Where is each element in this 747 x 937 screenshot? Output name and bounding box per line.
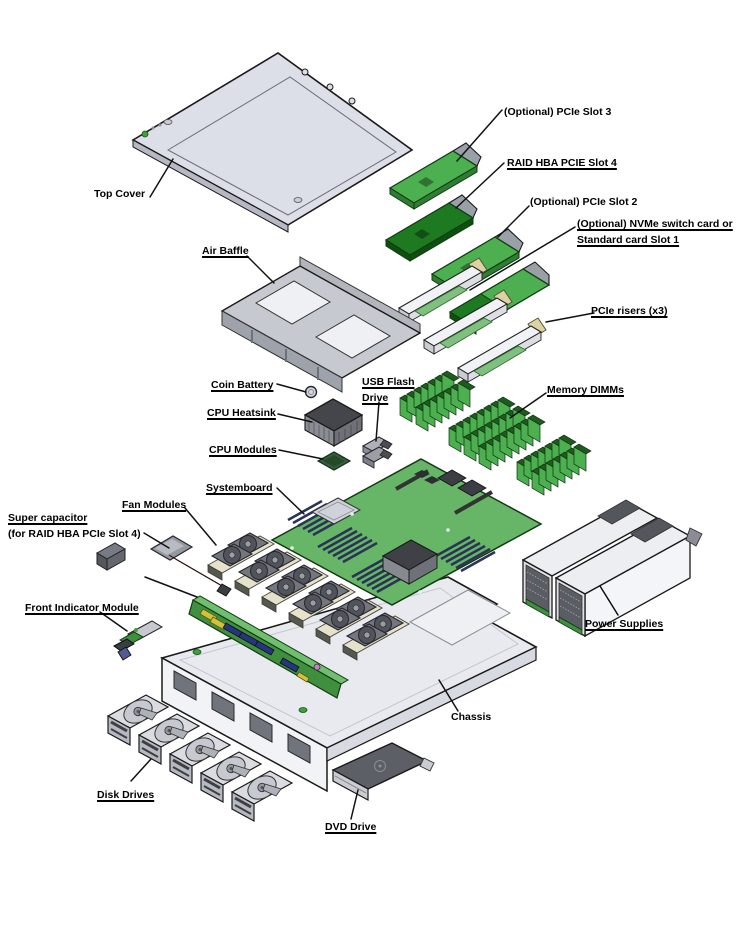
label-cpu-modules[interactable]: CPU Modules <box>209 444 277 456</box>
label-memory-dimms[interactable]: Memory DIMMs <box>547 384 625 396</box>
leader-super-capacitor <box>143 532 170 549</box>
leader-front-indicator <box>99 611 128 632</box>
leader-raid-hba <box>455 162 505 209</box>
label-dvd-drive[interactable]: DVD Drive <box>325 821 377 833</box>
label-pcie-slot2: (Optional) PCIe Slot 2 <box>530 196 638 208</box>
leader-lines <box>99 109 619 820</box>
leader-pcie-slot2 <box>497 205 530 238</box>
label-cpu-heatsink[interactable]: CPU Heatsink <box>207 407 276 419</box>
cpu-heatsink-part <box>303 398 364 447</box>
label-pcie-risers[interactable]: PCIe risers (x3) <box>591 305 668 317</box>
leader-pcie-slot3 <box>456 109 503 162</box>
coin-battery-part <box>304 385 318 399</box>
label-coin-battery[interactable]: Coin Battery <box>211 379 274 391</box>
label-power-supplies[interactable]: Power Supplies <box>585 618 664 630</box>
usb-flash-drive-part <box>361 436 393 469</box>
leader-coin-battery <box>276 383 307 393</box>
dvd-drive-part <box>331 742 435 802</box>
raid-hba-card-slot4 <box>385 194 478 262</box>
leader-pcie-risers <box>545 312 595 323</box>
label-fan-modules[interactable]: Fan Modules <box>122 499 187 511</box>
power-supplies-part <box>521 499 703 638</box>
air-baffle-part <box>220 256 422 393</box>
leader-power-supplies <box>599 585 619 616</box>
leader-top-cover <box>149 158 174 198</box>
disk-backplane-part <box>188 595 350 699</box>
leader-dvd-drive <box>350 789 359 820</box>
label-raid-hba-slot4[interactable]: RAID HBA PCIE Slot 4 <box>507 157 617 169</box>
leader-usb-flash <box>375 401 380 442</box>
top-cover-part <box>131 52 414 233</box>
label-pcie-slot3: (Optional) PCIe Slot 3 <box>504 106 612 118</box>
chassis-part <box>159 576 538 793</box>
super-capacitor-part <box>96 535 232 597</box>
leader-disk-backplane <box>144 576 198 598</box>
label-systemboard[interactable]: Systemboard <box>206 482 273 494</box>
label-chassis: Chassis <box>451 711 492 723</box>
label-disk-drives[interactable]: Disk Drives <box>97 789 155 801</box>
leader-disk-drives <box>130 758 152 782</box>
systemboard-part <box>270 458 543 606</box>
leader-cpu-heatsink <box>277 413 313 423</box>
leader-air-baffle <box>246 255 275 284</box>
leader-memory-dimms <box>509 392 547 419</box>
label-super-capacitor[interactable]: Super capacitor(for RAID HBA PCIe Slot 4… <box>8 512 141 541</box>
label-top-cover: Top Cover <box>94 188 146 200</box>
leader-systemboard <box>276 487 305 515</box>
leader-chassis <box>438 679 459 712</box>
label-air-baffle[interactable]: Air Baffle <box>202 245 249 257</box>
leader-fan-modules <box>184 507 217 546</box>
leader-nvme-card <box>469 226 576 291</box>
front-indicator-module-part <box>113 620 164 661</box>
cpu-module-part <box>316 451 352 471</box>
label-front-indicator-module[interactable]: Front Indicator Module <box>25 602 139 614</box>
leader-cpu-modules <box>278 449 324 460</box>
